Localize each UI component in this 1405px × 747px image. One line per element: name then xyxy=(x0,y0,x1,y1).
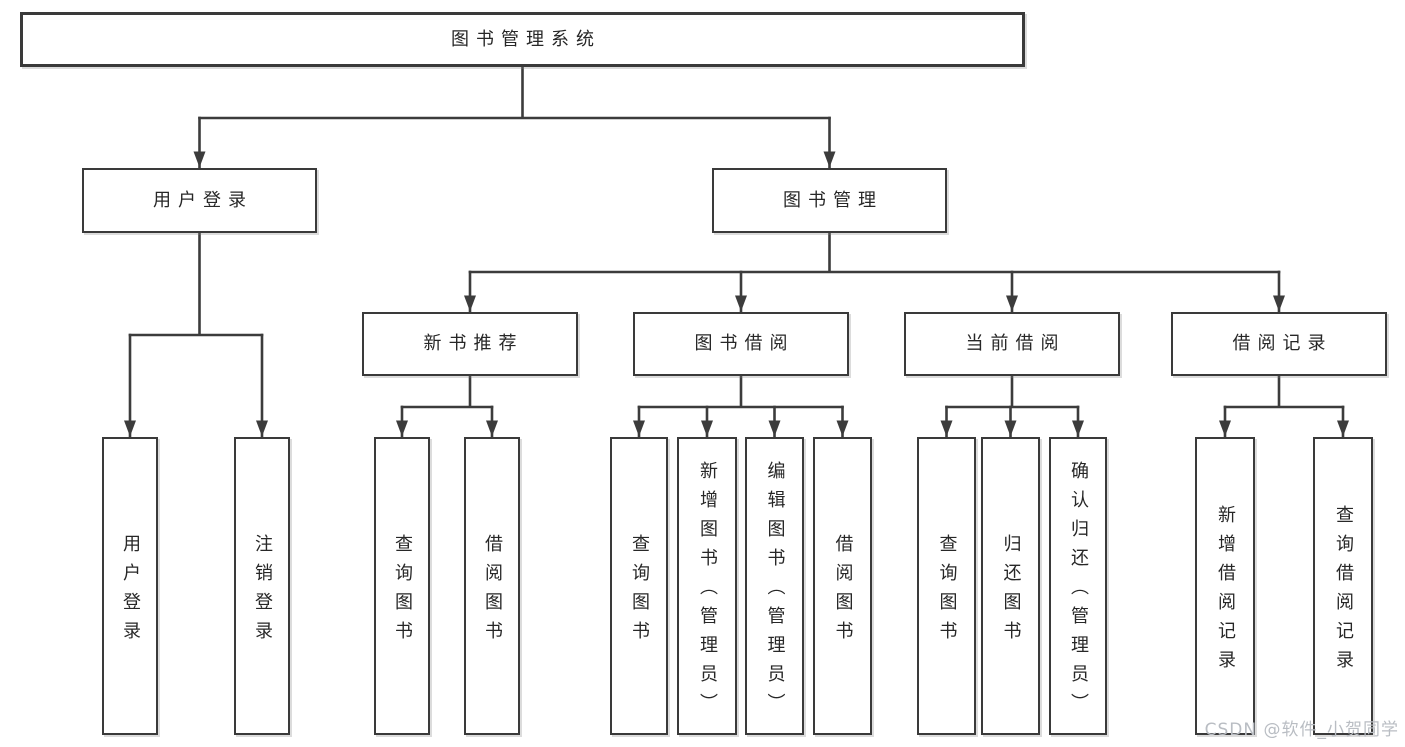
node-label: 新增借阅记录 xyxy=(1215,504,1236,679)
edge-line xyxy=(637,374,844,409)
node-bor-query-leaf: 查询图书 xyxy=(610,437,668,735)
node-label: 借阅图书 xyxy=(832,533,854,650)
node-label: 当前借阅 xyxy=(965,333,1066,355)
node-label: 查询图书 xyxy=(936,533,958,650)
node-borrow: 图书借阅 xyxy=(633,312,849,376)
node-login-leaf: 用户登录 xyxy=(102,437,158,735)
node-label: 确认归还（管理员） xyxy=(1068,461,1089,722)
node-records: 借阅记录 xyxy=(1171,312,1387,376)
node-label: 新书推荐 xyxy=(423,333,524,355)
node-management: 图书管理 xyxy=(712,168,947,233)
node-label: 编辑图书（管理员） xyxy=(764,461,786,722)
edge-line xyxy=(468,231,1281,274)
node-cur-confirm-leaf: 确认归还（管理员） xyxy=(1049,437,1107,735)
node-label: 借阅记录 xyxy=(1232,333,1333,355)
node-label: 图书借阅 xyxy=(694,333,795,355)
node-label: 借阅图书 xyxy=(482,533,503,650)
node-label: 新增图书（管理员） xyxy=(697,461,718,722)
node-label: 查询图书 xyxy=(629,533,650,650)
node-current: 当前借阅 xyxy=(904,312,1120,376)
node-rec-query-leaf: 查询图书 xyxy=(374,437,430,735)
node-rec-borrow-leaf: 借阅图书 xyxy=(464,437,520,735)
edge-line xyxy=(1223,374,1345,409)
node-label: 用户登录 xyxy=(120,533,141,650)
node-label: 注销登录 xyxy=(252,533,273,650)
node-logout-leaf: 注销登录 xyxy=(234,437,290,735)
watermark: CSDN @软件_小贺同学 xyxy=(1204,720,1399,740)
node-label: 归还图书 xyxy=(1000,533,1022,650)
node-system: 图书管理系统 xyxy=(20,12,1025,67)
node-cur-return-leaf: 归还图书 xyxy=(981,437,1040,735)
node-recommend: 新书推荐 xyxy=(362,312,578,376)
node-label: 查询图书 xyxy=(392,533,413,650)
node-bor-add-leaf: 新增图书（管理员） xyxy=(677,437,737,735)
node-bor-edit-leaf: 编辑图书（管理员） xyxy=(745,437,804,735)
edge-line xyxy=(945,374,1080,409)
edge-line xyxy=(400,374,494,409)
node-rec2-query-leaf: 查询借阅记录 xyxy=(1313,437,1373,735)
edge-line xyxy=(198,65,831,120)
node-label: 图书管理系统 xyxy=(451,28,601,50)
node-rec2-add-leaf: 新增借阅记录 xyxy=(1195,437,1255,735)
node-label: 查询借阅记录 xyxy=(1333,504,1354,679)
node-label: 图书管理 xyxy=(783,189,883,211)
node-bor-borrow-leaf: 借阅图书 xyxy=(813,437,872,735)
node-cur-query-leaf: 查询图书 xyxy=(917,437,976,735)
node-login: 用户登录 xyxy=(82,168,317,233)
node-label: 用户登录 xyxy=(153,189,253,211)
edge-line xyxy=(128,231,264,337)
